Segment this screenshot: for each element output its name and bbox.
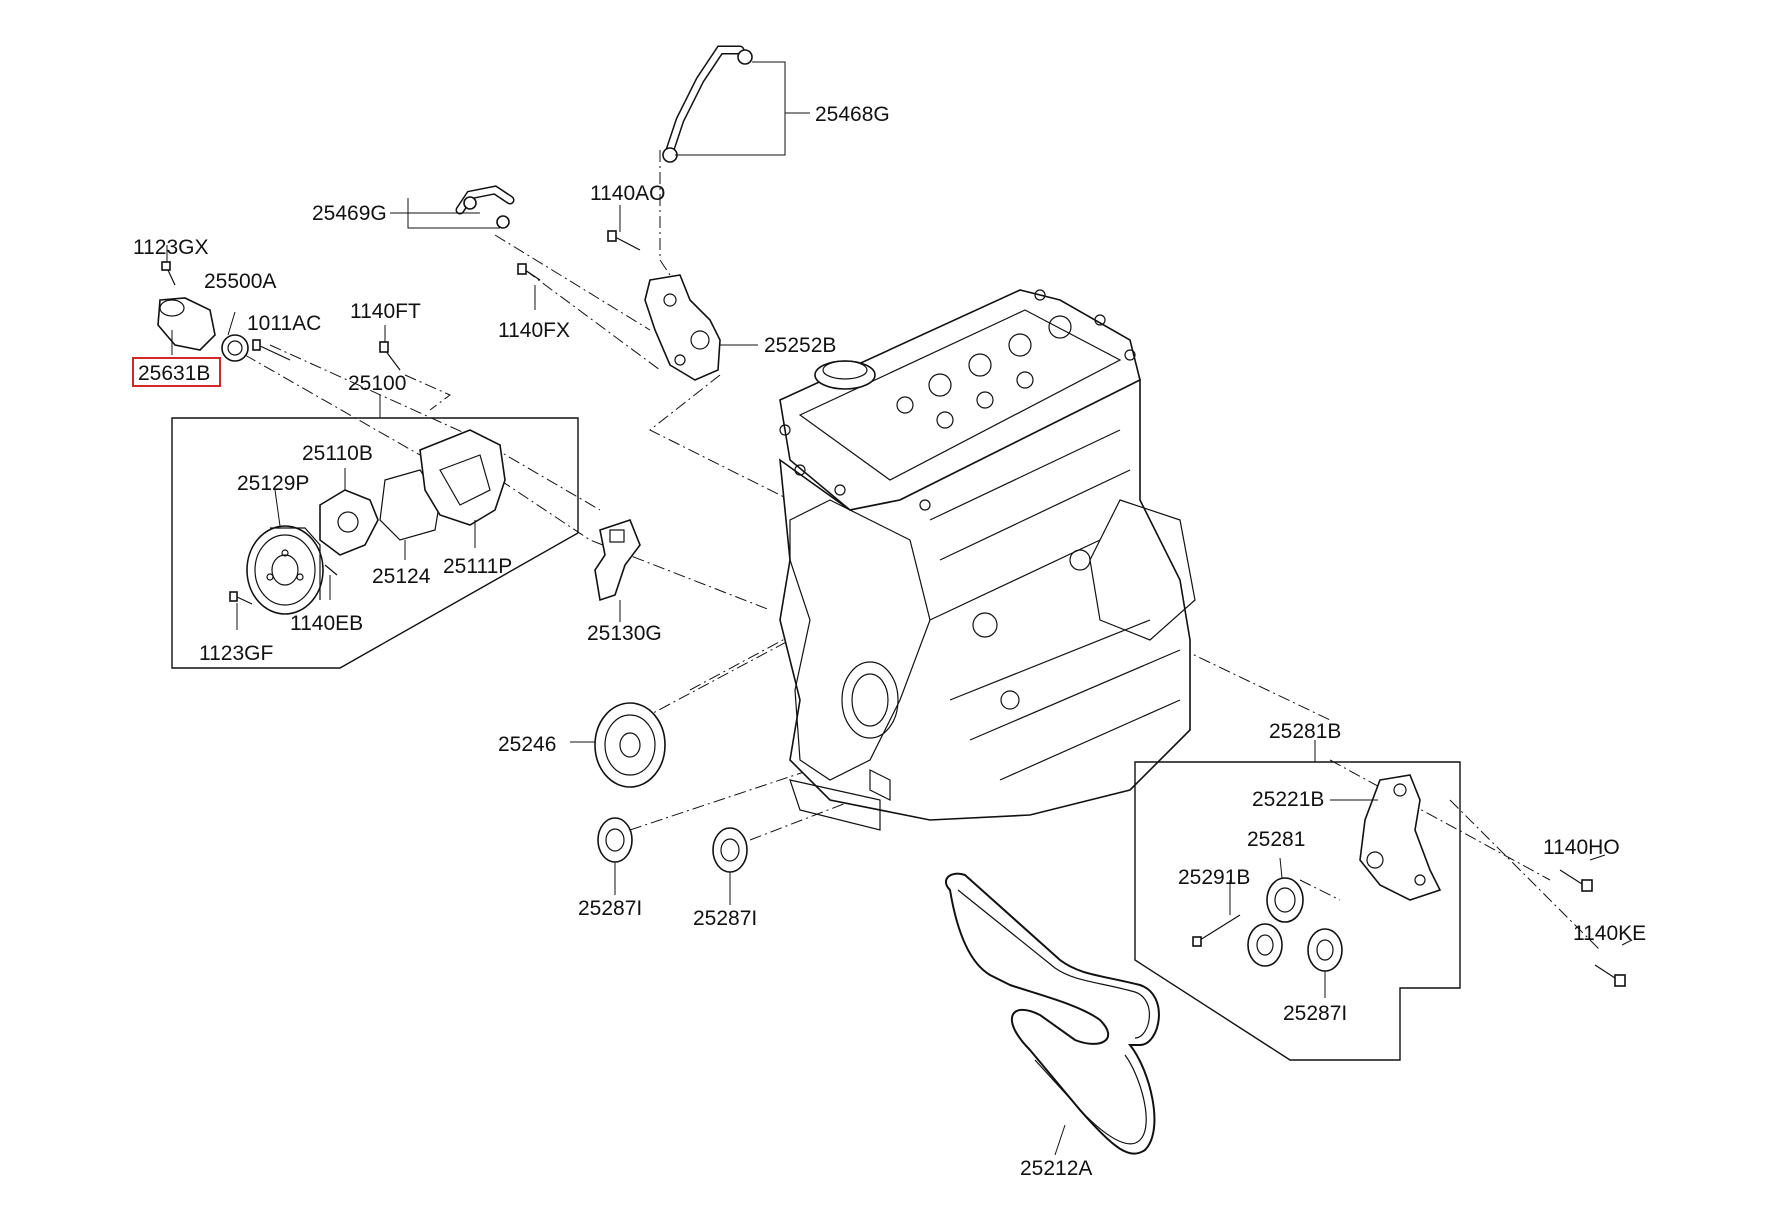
small-bolts-top <box>161 205 641 371</box>
callout-25110B[interactable]: 25110B <box>302 442 373 465</box>
callout-25281[interactable]: 25281 <box>1247 828 1305 851</box>
callout-25221B[interactable]: 25221B <box>1252 788 1324 811</box>
callout-25468G[interactable]: 25468G <box>815 103 890 126</box>
callout-25100[interactable]: 25100 <box>348 372 406 395</box>
callout-25500A[interactable]: 25500A <box>204 270 276 293</box>
callout-25212A[interactable]: 25212A <box>1020 1157 1092 1180</box>
callout-25291B[interactable]: 25291B <box>1178 866 1250 889</box>
callout-25246[interactable]: 25246 <box>498 733 556 756</box>
callout-25287I-c[interactable]: 25287I <box>1283 1002 1347 1025</box>
thermostat-assembly <box>157 297 249 362</box>
highlight-box-25631B <box>132 357 221 387</box>
hose-25468G <box>662 45 810 163</box>
callout-1140HO[interactable]: 1140HO <box>1543 836 1620 859</box>
callout-25287I-a[interactable]: 25287I <box>578 897 642 920</box>
water-pump-group <box>171 395 579 669</box>
callout-1123GF[interactable]: 1123GF <box>199 642 273 665</box>
idler-25287I-left <box>597 817 633 895</box>
callout-1140FT[interactable]: 1140FT <box>350 300 421 323</box>
callout-1011AC[interactable]: 1011AC <box>247 312 321 335</box>
callout-25130G[interactable]: 25130G <box>587 622 662 645</box>
callout-1140EB[interactable]: 1140EB <box>290 612 363 635</box>
hose-25469G <box>390 185 515 229</box>
idler-25246 <box>570 702 666 788</box>
callout-1140KE[interactable]: 1140KE <box>1573 922 1646 945</box>
callout-25252B[interactable]: 25252B <box>764 334 836 357</box>
callout-1140FX[interactable]: 1140FX <box>498 319 570 342</box>
callout-25287I-b[interactable]: 25287I <box>693 907 757 930</box>
callout-labels: 25468G 25469G 1140AO 1123GX 25500A 1011A… <box>133 103 1646 1180</box>
tensioner-group <box>1134 740 1461 1061</box>
callout-25469G[interactable]: 25469G <box>312 202 387 225</box>
engine-block <box>779 289 1196 831</box>
callout-25631B[interactable]: 25631B <box>138 362 210 385</box>
bolts-right <box>1559 854 1633 987</box>
callout-1140AO[interactable]: 1140AO <box>590 182 666 205</box>
callout-1123GX[interactable]: 1123GX <box>133 236 209 259</box>
bracket-25252B <box>644 274 758 381</box>
callout-25111P[interactable]: 25111P <box>443 555 512 578</box>
callout-25129P[interactable]: 25129P <box>237 472 309 495</box>
callout-25281B[interactable]: 25281B <box>1269 720 1341 743</box>
serpentine-belt-25212A <box>945 872 1160 1156</box>
idler-25287I-middle <box>712 827 748 905</box>
gasket-25130G <box>594 519 641 622</box>
callout-25124[interactable]: 25124 <box>372 565 431 588</box>
